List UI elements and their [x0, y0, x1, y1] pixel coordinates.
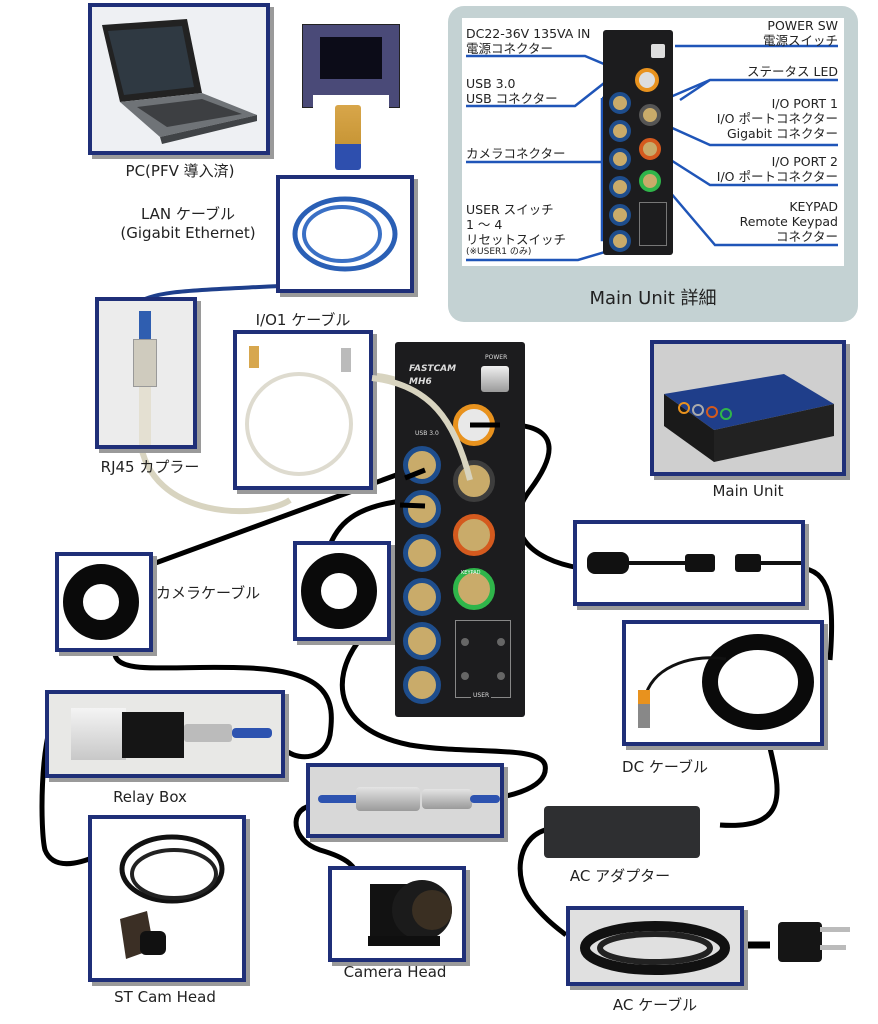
camera-cable-image-frame-2 [293, 541, 391, 641]
camera-cable-coil-icon [301, 553, 377, 629]
camera-cable-4-line [339, 640, 548, 803]
power-switch[interactable] [481, 366, 509, 392]
io1-cable-image-frame [233, 330, 373, 490]
detail-label-camera-connector: カメラコネクター [466, 146, 566, 161]
dc-cable-coil-icon [638, 634, 814, 730]
rj45-coupler-label: RJ45 カプラー [100, 458, 200, 476]
keypad-connector[interactable] [453, 568, 495, 610]
st-cam-head-icon [119, 834, 225, 959]
io1-cable-label: I/O1 ケーブル [255, 311, 351, 329]
detail-label-power-sw: POWER SW 電源スイッチ [762, 18, 838, 48]
ac-plug-prong [820, 945, 846, 950]
user-switch-2[interactable] [497, 638, 505, 646]
detail-title: Main Unit 詳細 [589, 288, 717, 309]
cam5-connector[interactable] [403, 622, 441, 660]
lan-plug-image [335, 105, 361, 170]
adapter-ac-line [517, 827, 568, 937]
detail-label-dc-in: DC22-36V 135VA IN 電源コネクター [466, 26, 591, 56]
detail-label-io-port-1: I/O PORT 1 I/O ポートコネクター Gigabit コネクター [716, 96, 838, 141]
dc-cable-image-frame [622, 620, 824, 746]
detail-label-io-port-2: I/O PORT 2 I/O ポートコネクター [716, 154, 838, 184]
camera-head-label: Camera Head [343, 963, 447, 981]
brand-label: FASTCAM [409, 364, 457, 374]
camera-cable-coil-icon [63, 564, 139, 640]
power-cable-line [489, 421, 581, 571]
leader-keypad [657, 177, 838, 247]
camera-cable-image-frame-1 [55, 552, 153, 652]
ac-cable-coil-icon [580, 921, 730, 975]
ac-adapter-label: AC アダプター [569, 867, 671, 885]
cam4-connector[interactable] [403, 578, 441, 616]
leader-usb [466, 79, 609, 108]
lan-cable-coil-icon [292, 196, 398, 272]
cam6-connector[interactable] [403, 666, 441, 704]
detail-label-user-switch: USER スイッチ 1 ～ 4 リセットスイッチ (※USER1 のみ) [466, 202, 567, 257]
detail-front-panel-image [603, 30, 673, 255]
pc-label: PC(PFV 導入済) [125, 162, 235, 180]
dc-cable-label: DC ケーブル [622, 758, 708, 776]
main-unit-label: Main Unit [712, 482, 784, 500]
detail-label-status-led: ステータス LED [747, 64, 838, 79]
rj45-port-image [302, 24, 400, 109]
io2-connector[interactable] [453, 514, 495, 556]
user-switch-4[interactable] [497, 672, 505, 680]
user-label: USER [471, 692, 492, 699]
ac-cable-label: AC ケーブル [612, 996, 698, 1014]
ac-adapter-image [544, 806, 700, 858]
user-switch-3[interactable] [461, 672, 469, 680]
pc-image-frame [88, 3, 270, 155]
camera-cable-label: カメラケーブル [156, 584, 261, 602]
st-cam-head-label: ST Cam Head [114, 988, 216, 1006]
cam2-connector[interactable] [403, 490, 441, 528]
dc-link-line [799, 565, 835, 661]
detail-label-keypad: KEYPAD Remote Keypad コネクター [739, 199, 838, 244]
extension-connector-image-frame [306, 763, 504, 838]
io1-cable-coil-icon [245, 346, 353, 476]
detail-label-usb: USB 3.0 USB コネクター [466, 76, 558, 106]
cam3-connector[interactable] [403, 534, 441, 572]
camera-head-image-frame [328, 866, 466, 962]
lan-cable-label: LAN ケーブル (Gigabit Ethernet) [120, 205, 256, 242]
dc-adapter-line [719, 747, 780, 828]
power-label: POWER [485, 354, 508, 361]
ac-plug-icon [778, 922, 822, 962]
ac-cable-image-frame [566, 906, 744, 986]
user-switch-1[interactable] [461, 638, 469, 646]
relay-box-image-frame [45, 690, 285, 778]
main-unit-image-frame [650, 340, 846, 476]
rj45-coupler-image-frame [95, 297, 197, 449]
camera-cable-3-line [112, 653, 334, 760]
keypad-label: KEYPAD [461, 570, 481, 576]
st-cam-head-image-frame [88, 815, 246, 982]
ac-plug-prong [820, 927, 850, 932]
leader-io2 [654, 148, 838, 187]
lan-cable-image-frame [276, 175, 414, 293]
laptop-icon [102, 19, 257, 144]
main-unit-box-icon [664, 374, 834, 462]
dc-plug-image-frame [573, 520, 805, 606]
relay-box-label: Relay Box [113, 788, 187, 806]
camera-head-icon [368, 880, 452, 946]
